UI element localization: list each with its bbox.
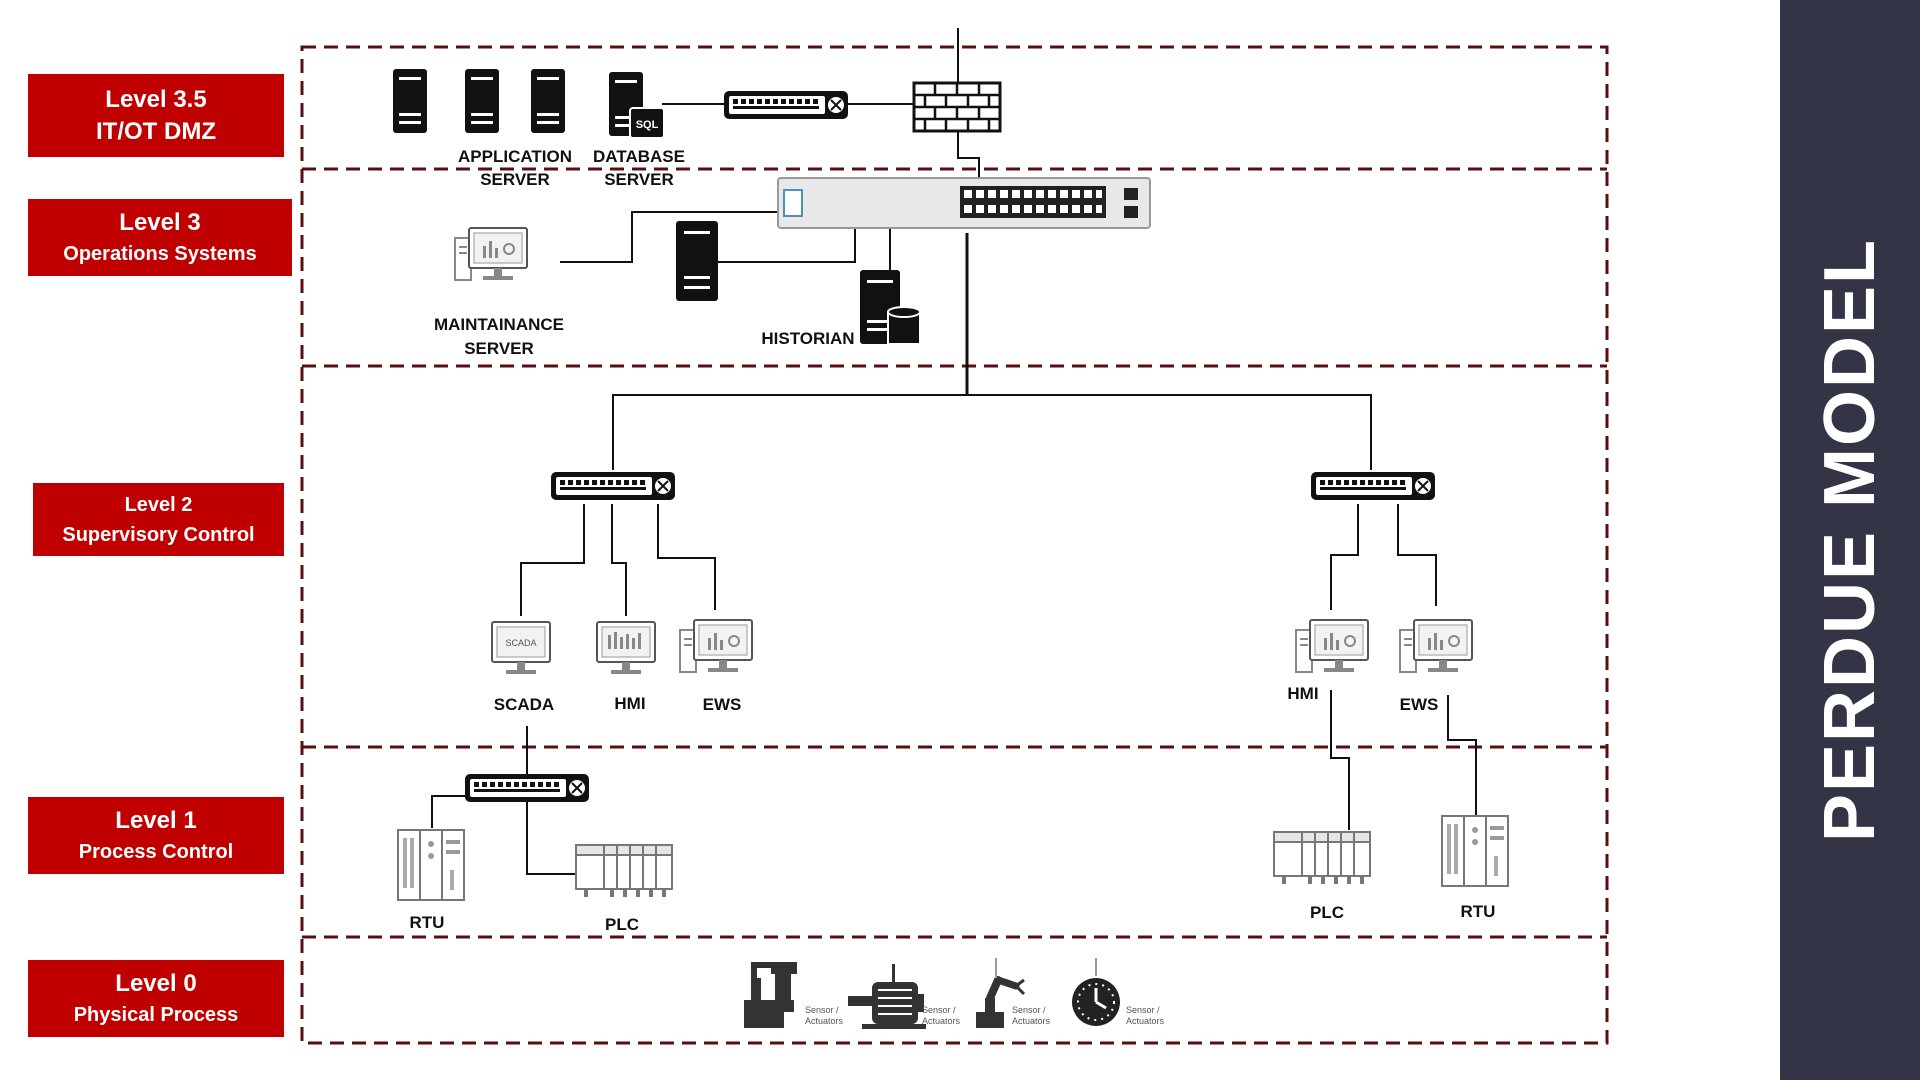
- level-0-badge: Level 0 Physical Process: [28, 960, 284, 1037]
- level-3-5-number: Level 3.5: [105, 85, 207, 113]
- sensor-label-1a: Sensor /: [805, 1005, 839, 1015]
- level-0-number: Level 0: [115, 969, 197, 997]
- level-2-title: Supervisory Control: [62, 523, 255, 546]
- level-3-5-title: IT/OT DMZ: [96, 117, 216, 145]
- sensor-label-2b: Actuators: [922, 1016, 961, 1026]
- sensor-label-3b: Actuators: [1012, 1016, 1051, 1026]
- level-3-number: Level 3: [119, 208, 201, 236]
- rtu-left-label: RTU: [410, 913, 445, 932]
- level-1-badge: Level 1 Process Control: [28, 797, 284, 874]
- rtu-right-label: RTU: [1461, 902, 1496, 921]
- level-2-number: Level 2: [124, 493, 193, 516]
- level-1-number: Level 1: [115, 806, 197, 834]
- level-3-badge: Level 3 Operations Systems: [28, 199, 292, 276]
- clock-icon: [1072, 958, 1120, 1026]
- maintenance-server-icon: [454, 227, 528, 281]
- historian-icon: [860, 270, 921, 345]
- level-1-title: Process Control: [78, 840, 234, 863]
- ews-right-label: EWS: [1400, 695, 1439, 714]
- hmi-icon: [596, 621, 656, 675]
- level-0-title: Physical Process: [73, 1003, 239, 1026]
- maintenance-server-label-2: SERVER: [464, 339, 534, 358]
- scada-workstation-icon: SCADA: [491, 621, 551, 675]
- hmi-left-label: HMI: [614, 694, 645, 713]
- historian-label: HISTORIAN: [761, 329, 854, 348]
- plc-left-label: PLC: [605, 915, 639, 934]
- sensor-label-1b: Actuators: [805, 1016, 844, 1026]
- sensor-label-3a: Sensor /: [1012, 1005, 1046, 1015]
- ews-icon: [1399, 619, 1473, 673]
- ews-icon: [679, 619, 753, 673]
- sidebar-panel: [1780, 0, 1920, 1080]
- firewall-icon: [912, 81, 1002, 133]
- level-3-5-badge: Level 3.5 IT/OT DMZ: [28, 74, 284, 157]
- sensor-label-4b: Actuators: [1126, 1016, 1165, 1026]
- connection-lines: [431, 28, 1477, 875]
- rtu-icon: [397, 829, 465, 901]
- database-server-icon: SQL: [609, 72, 665, 139]
- ews-left-label: EWS: [703, 695, 742, 714]
- server-icon: [393, 69, 427, 133]
- level2-switch-left-icon: [550, 471, 676, 501]
- plc-right-label: PLC: [1310, 903, 1344, 922]
- sensor-label-4a: Sensor /: [1126, 1005, 1160, 1015]
- level-3-title: Operations Systems: [63, 242, 257, 265]
- plc-icon: [575, 844, 673, 898]
- server-icon: [465, 69, 499, 133]
- rtu-icon: [1441, 815, 1509, 887]
- robot-arm-icon: [976, 958, 1026, 1028]
- machine-tool-icon: [744, 962, 797, 1028]
- app-server-label-2: SERVER: [480, 170, 550, 189]
- zone-borders: [300, 45, 1609, 1045]
- db-server-label-1: DATABASE: [593, 147, 685, 166]
- motor-icon: [848, 964, 926, 1029]
- scada-label: SCADA: [494, 695, 554, 714]
- server-icon: [531, 69, 565, 133]
- core-switch-icon: [777, 177, 1151, 229]
- app-server-label-1: APPLICATION: [458, 147, 572, 166]
- server-icon: [676, 221, 718, 301]
- maintenance-server-label-1: MAINTAINANCE: [434, 315, 564, 334]
- level-2-badge: Level 2 Supervisory Control: [33, 483, 284, 556]
- sql-label: SQL: [636, 119, 659, 131]
- dmz-switch-icon: [723, 90, 849, 120]
- scada-screen-label: SCADA: [505, 638, 536, 648]
- plc-icon: [1273, 831, 1371, 885]
- sensor-label-2a: Sensor /: [922, 1005, 956, 1015]
- level1-switch-icon: [464, 773, 590, 803]
- db-server-label-2: SERVER: [604, 170, 674, 189]
- hmi-right-label: HMI: [1287, 684, 1318, 703]
- hmi-icon: [1295, 619, 1369, 673]
- level2-switch-right-icon: [1310, 471, 1436, 501]
